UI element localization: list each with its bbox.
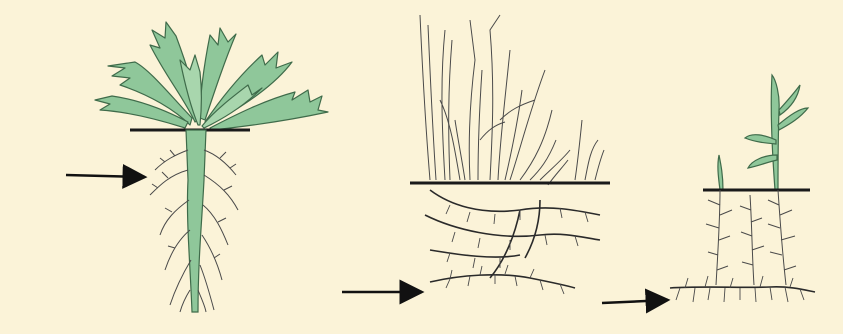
rosette-leaves [95, 22, 328, 130]
taproot [186, 130, 206, 312]
rhizome-rootlets [446, 205, 588, 294]
panel-taproot-plant [95, 22, 328, 312]
arrow-creeping-root [602, 300, 668, 303]
arrow-taproot [66, 175, 145, 177]
vertical-roots [706, 190, 796, 285]
creeping-horizontal-root [670, 287, 815, 292]
pointer-arrows [66, 175, 668, 303]
creeping-rootlets [676, 276, 804, 302]
panel-rhizome-grass [410, 15, 610, 294]
grass-blades [420, 15, 604, 185]
panel-creeping-root-plant [670, 75, 815, 302]
shoot-leaves [718, 75, 808, 190]
